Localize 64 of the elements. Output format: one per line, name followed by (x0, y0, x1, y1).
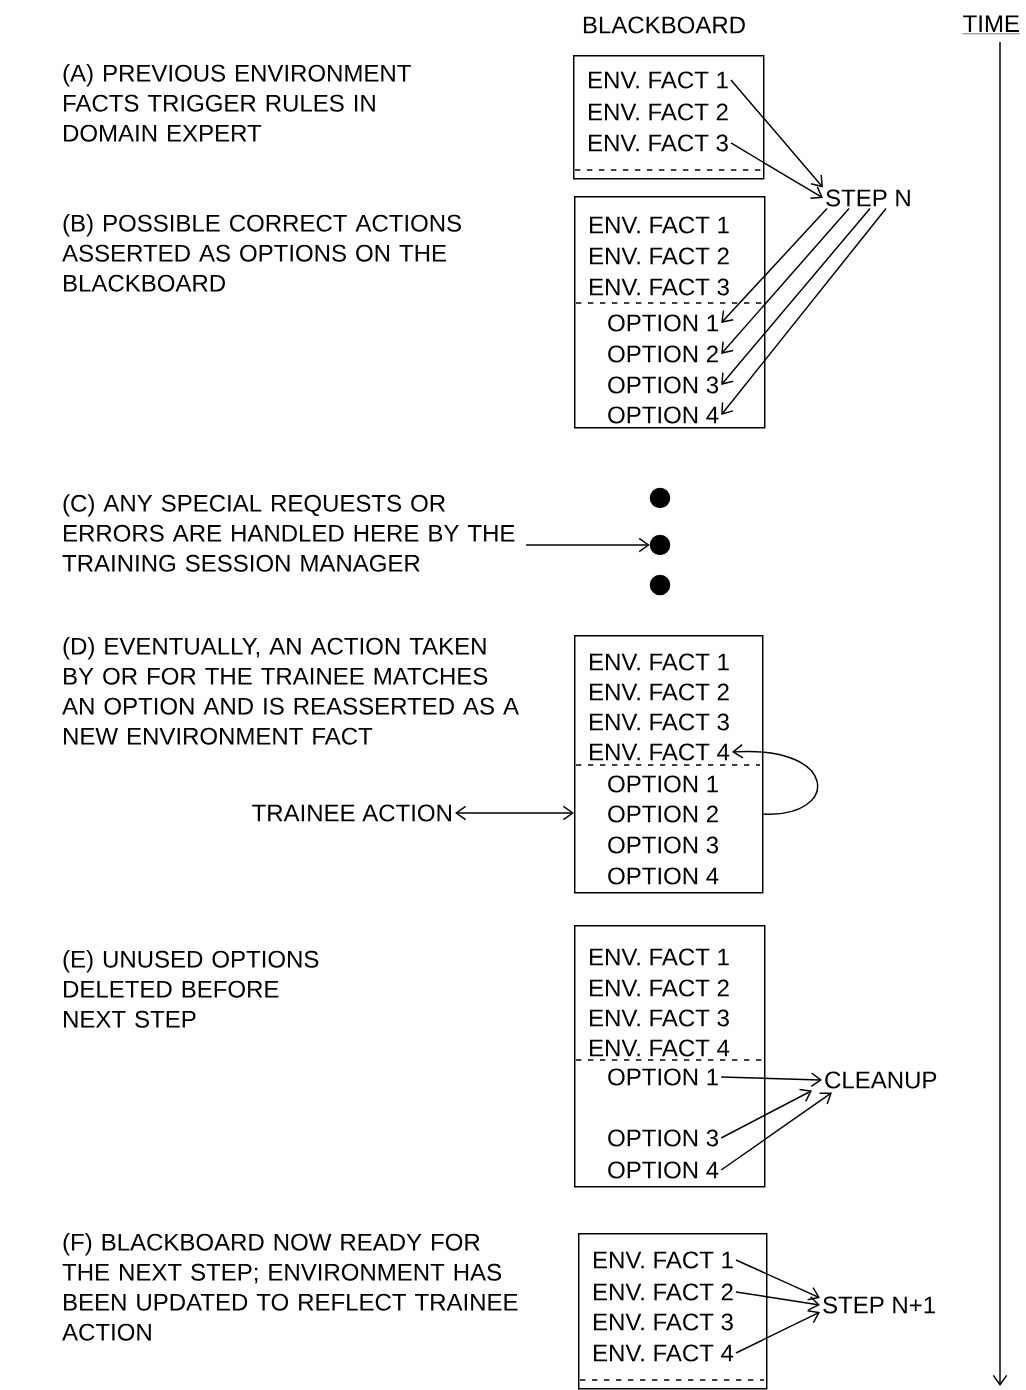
option-entry: OPTION 4 (608, 867, 719, 885)
fact-entry: ENV. FACT 4 (590, 743, 730, 761)
fact-entry: ENV. FACT 3 (590, 713, 729, 731)
arrow (721, 207, 850, 354)
option-entry: OPTION 4 (608, 406, 719, 424)
axis-heading: TIME (962, 15, 1021, 35)
fact-entry: ENV. FACT 1 (590, 216, 729, 234)
step-description: (D) EVENTUALLY, AN ACTION TAKEN BY OR FOR THE TRAINEE MATCHES AN OPTION AND IS REASSERTED AS A NEW ENVIRONMENT FACT (62, 637, 519, 745)
arrow (721, 207, 887, 415)
fact-entry: ENV. FACT 3 (590, 1009, 729, 1027)
fact-entry: ENV. FACT 1 (590, 948, 729, 966)
option-entry: OPTION 2 (608, 345, 718, 363)
step-description: (C) ANY SPECIAL REQUESTS OR ERRORS ARE HANDLED HERE BY THE TRAINING SESSION MANAGER (62, 494, 515, 572)
option-entry: OPTION 1 (608, 1068, 718, 1086)
fact-entry: ENV. FACT 3 (594, 1313, 733, 1331)
step-description: (A) PREVIOUS ENVIRONMENT FACTS TRIGGER RULES IN DOMAIN EXPERT (63, 64, 411, 142)
blackboard-box (574, 925, 766, 1188)
fact-entry: ENV. FACT 1 (589, 71, 728, 89)
fact-entry: ENV. FACT 3 (589, 134, 728, 152)
option-entry: OPTION 2 (608, 805, 718, 823)
arrow (455, 805, 574, 821)
option-entry: OPTION 1 (608, 314, 718, 332)
arrow (720, 1092, 832, 1171)
arrow (735, 1291, 820, 1311)
step-description: (B) POSSIBLE CORRECT ACTIONS ASSERTED AS OPTIONS ON THE BLACKBOARD (62, 214, 461, 292)
arrow (720, 1088, 812, 1139)
arrow (721, 207, 871, 385)
fact-entry: ENV. FACT 3 (590, 278, 729, 296)
column-heading: BLACKBOARD (583, 16, 745, 34)
option-entry: OPTION 3 (608, 836, 719, 854)
step-label: STEP N+1 (823, 1296, 935, 1314)
option-entry: OPTION 3 (608, 376, 719, 394)
step-description: (E) UNUSED OPTIONS DELETED BEFORE NEXT STEP (63, 950, 319, 1028)
fact-entry: ENV. FACT 4 (594, 1344, 734, 1362)
step-label: STEP N (826, 189, 910, 207)
option-entry: OPTION 3 (608, 1129, 719, 1147)
fact-entry: ENV. FACT 2 (590, 979, 729, 997)
fact-entry: ENV. FACT 2 (594, 1283, 733, 1301)
fact-entry: ENV. FACT 2 (590, 683, 729, 701)
arrow (735, 1259, 820, 1301)
arrow (731, 743, 818, 815)
arrow (720, 1072, 822, 1088)
fact-entry: ENV. FACT 4 (590, 1039, 730, 1057)
option-entry: OPTION 4 (608, 1161, 719, 1179)
arrow (735, 1309, 820, 1354)
blackboard-box (574, 196, 766, 429)
fact-entry: ENV. FACT 2 (590, 247, 729, 265)
option-entry: OPTION 1 (608, 775, 718, 793)
arrow (730, 142, 823, 199)
fact-entry: ENV. FACT 1 (594, 1251, 733, 1269)
action-label: TRAINEE ACTION (252, 804, 451, 822)
arrow (721, 207, 828, 323)
step-description: (F) BLACKBOARD NOW READY FOR THE NEXT STEP; ENVIRONMENT HAS BEEN UPDATED TO REFLECT TRAINEE ACTION (62, 1233, 518, 1341)
dot (649, 534, 671, 556)
blackboard-box (578, 1233, 768, 1390)
arrow (730, 79, 823, 188)
blackboard-box (574, 635, 764, 894)
blackboard-box (573, 55, 765, 180)
fact-entry: ENV. FACT 2 (589, 103, 728, 121)
dot (649, 487, 671, 509)
arrow (525, 537, 650, 553)
cleanup-label: CLEANUP (825, 1071, 937, 1089)
fact-entry: ENV. FACT 1 (590, 653, 729, 671)
dot (649, 574, 671, 596)
